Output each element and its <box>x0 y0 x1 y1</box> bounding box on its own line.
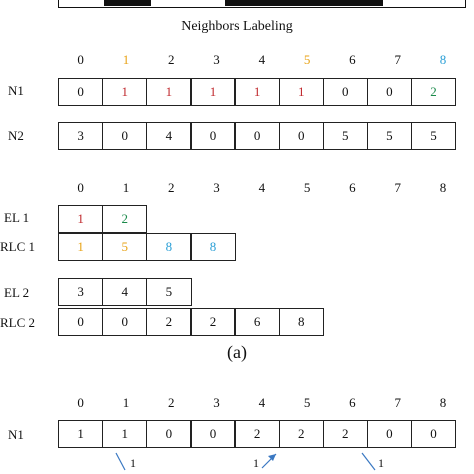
grid-cell: 1 <box>58 420 104 448</box>
index-label: 0 <box>77 52 84 67</box>
index-label: 3 <box>213 395 220 410</box>
grid-cell: 2 <box>278 420 324 448</box>
index-label: 3 <box>213 52 220 67</box>
grid-cell: 0 <box>190 122 236 150</box>
index-label: 7 <box>394 180 401 195</box>
grid-cell: 2 <box>234 420 280 448</box>
grid-cell: 5 <box>322 122 368 150</box>
grid-cell: 1 <box>190 78 236 106</box>
grid-cell: 2 <box>146 308 192 336</box>
grid-cell: 5 <box>410 122 457 150</box>
grid-cell: 0 <box>366 78 413 106</box>
arrow-head <box>268 454 276 461</box>
row-label-el2: EL 2 <box>4 285 30 300</box>
grid-cell: 0 <box>410 420 457 448</box>
index-label: 5 <box>303 395 311 410</box>
top-strip-black-segment <box>225 0 383 6</box>
grid-cell: 0 <box>322 78 368 106</box>
annotation-label: 1 <box>253 456 259 470</box>
annotation-label: 1 <box>130 456 136 470</box>
index-header-top: 0 1 2 3 4 5 6 7 8 <box>58 52 466 68</box>
diagram-title: Neighbors Labeling <box>181 19 293 34</box>
grid-cell: 4 <box>102 278 148 306</box>
index-label: 2 <box>167 395 175 410</box>
grid-cell: 0 <box>146 420 192 448</box>
grid-cell: 6 <box>234 308 280 336</box>
grid-cell: 8 <box>146 233 192 261</box>
index-label: 7 <box>394 52 401 67</box>
index-label: 8 <box>439 395 447 410</box>
grid-cell: 2 <box>410 78 457 106</box>
grid-cell: 5 <box>366 122 413 150</box>
grid-cell: 0 <box>366 420 413 448</box>
index-label: 4 <box>258 52 266 67</box>
grid-cell: 1 <box>58 205 104 233</box>
index-label: 4 <box>258 395 266 410</box>
top-strip <box>58 0 466 8</box>
grid-cell: 0 <box>234 122 280 150</box>
grid-cell: 0 <box>102 122 148 150</box>
grid-cell: 8 <box>278 308 324 336</box>
index-label: 4 <box>258 180 266 195</box>
grid-cell: 1 <box>102 78 148 106</box>
grid-cell: 5 <box>102 233 148 261</box>
grid-cell: 1 <box>102 420 148 448</box>
index-label: 8 <box>439 52 447 67</box>
grid-cell: 5 <box>146 278 192 306</box>
index-label: 6 <box>349 180 356 195</box>
grid-cell: 0 <box>58 78 104 106</box>
grid-cell: 0 <box>190 420 236 448</box>
index-header-middle: 0 1 2 3 4 5 6 7 8 <box>58 180 466 196</box>
index-label: 5 <box>303 180 311 195</box>
index-label: 0 <box>77 180 84 195</box>
grid-cell: 3 <box>58 278 104 306</box>
grid-cell: 4 <box>146 122 192 150</box>
index-header-bottom: 0 1 2 3 4 5 6 7 8 <box>58 395 466 411</box>
grid-cell: 8 <box>190 233 236 261</box>
index-label: 2 <box>167 52 175 67</box>
row-label-n1: N1 <box>8 83 24 98</box>
index-label: 3 <box>213 180 220 195</box>
top-strip-black-segment <box>104 0 151 6</box>
arrow-line <box>361 452 376 471</box>
grid-cell: 1 <box>278 78 324 106</box>
grid-cell: 0 <box>278 122 324 150</box>
index-label: 7 <box>394 395 401 410</box>
grid-cell: 3 <box>58 122 104 150</box>
row-label-el1: EL 1 <box>4 210 30 225</box>
index-label: 2 <box>167 180 175 195</box>
index-label: 8 <box>439 180 447 195</box>
grid-cell: 1 <box>146 78 192 106</box>
row-label-n1-bottom: N1 <box>8 427 24 442</box>
index-label: 5 <box>303 52 311 67</box>
grid-cell: 0 <box>58 308 104 336</box>
grid-cell: 1 <box>234 78 280 106</box>
grid-cell: 0 <box>102 308 148 336</box>
index-label: 1 <box>122 395 130 410</box>
index-label: 6 <box>349 52 356 67</box>
row-label-n2: N2 <box>8 128 24 143</box>
index-label: 6 <box>349 395 356 410</box>
caption-a: (a) <box>227 342 247 362</box>
index-label: 1 <box>122 180 130 195</box>
arrow-line <box>115 452 126 471</box>
index-label: 0 <box>77 395 84 410</box>
grid-cell: 2 <box>102 205 148 233</box>
row-label-rlc1: RLC 1 <box>0 239 36 254</box>
row-label-rlc2: RLC 2 <box>0 315 36 330</box>
grid-cell: 1 <box>58 233 104 261</box>
index-label: 1 <box>122 52 130 67</box>
annotation-label: 1 <box>378 456 384 470</box>
grid-cell: 2 <box>322 420 368 448</box>
annotation-arrows <box>115 452 376 471</box>
grid-cell: 2 <box>190 308 236 336</box>
